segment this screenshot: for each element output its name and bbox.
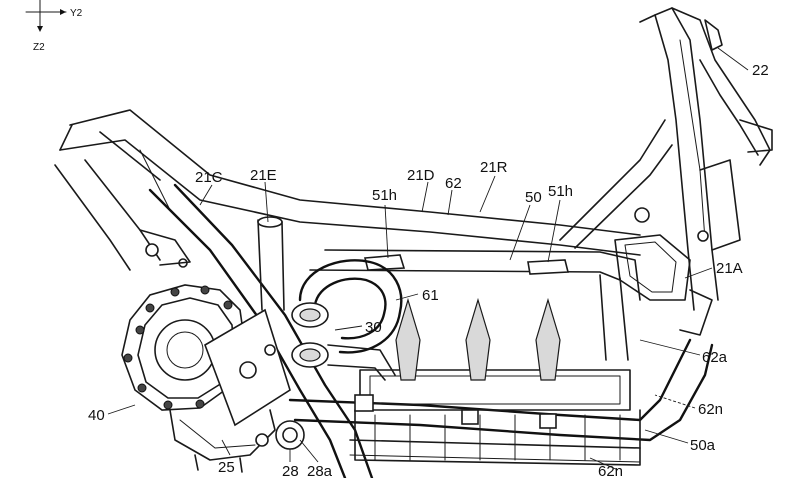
label-40: 40: [88, 407, 105, 424]
label-51h-left: 51h: [372, 187, 397, 204]
tube-21E: [257, 216, 285, 311]
rear-frame-22: [559, 7, 773, 336]
z-axis-arrow-icon: [37, 26, 43, 32]
label-21A: 21A: [716, 260, 743, 277]
axis-label-z2: Z2: [33, 42, 45, 53]
label-50: 50: [525, 189, 542, 206]
reference-labels: 22 21C 21E 21D 62 21R 51h 50 51h 21A 61 …: [88, 62, 769, 478]
axis-indicator: Y2 Z2: [25, 0, 83, 53]
label-21E: 21E: [250, 167, 277, 184]
leader-lines: [107, 47, 749, 471]
label-50a: 50a: [690, 437, 716, 454]
case-bottom-ribs: [374, 414, 621, 461]
cooling-fins: [395, 297, 561, 381]
label-22: 22: [752, 62, 769, 79]
lower-rail-62: [288, 338, 714, 463]
pivot-28: [275, 420, 305, 450]
axis-label-y2: Y2: [70, 8, 83, 19]
y-axis-arrow-icon: [60, 9, 66, 15]
label-28: 28: [282, 463, 299, 478]
label-25: 25: [218, 459, 235, 476]
label-61: 61: [422, 287, 439, 304]
main-frame-upper-tubes: [54, 109, 641, 271]
label-51h-right: 51h: [548, 183, 573, 200]
label-62n-mid: 62n: [698, 401, 723, 418]
battery-case-50: [309, 249, 641, 466]
label-28a: 28a: [307, 463, 333, 478]
label-62-top: 62: [445, 175, 462, 192]
motor-40: [121, 284, 291, 473]
label-21D: 21D: [407, 167, 435, 184]
label-62n-bottom: 62n: [598, 463, 623, 478]
label-30: 30: [365, 319, 382, 336]
label-21C: 21C: [195, 169, 223, 186]
label-62a: 62a: [702, 349, 728, 366]
label-21R: 21R: [480, 159, 508, 176]
hose-61: [291, 259, 403, 381]
